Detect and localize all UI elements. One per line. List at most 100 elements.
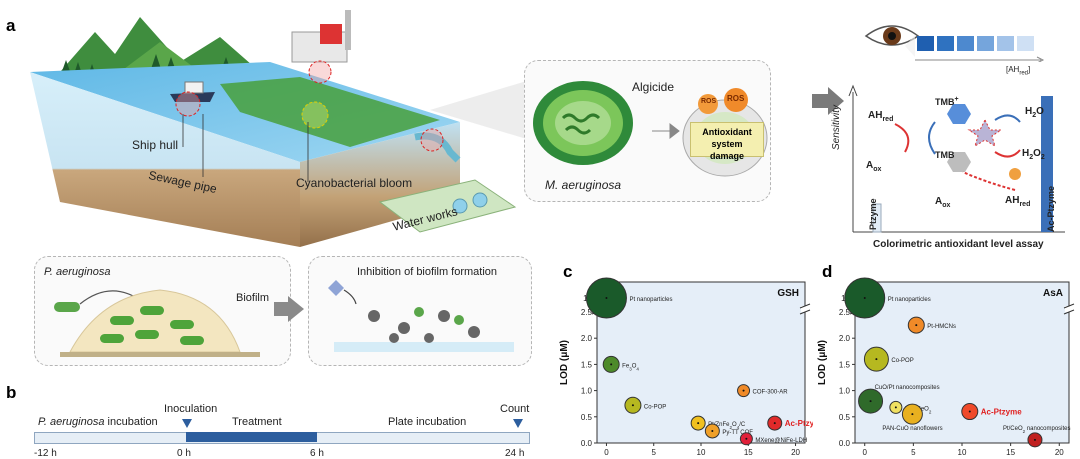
beam-to-algae bbox=[430, 80, 530, 140]
biofilm-illustration bbox=[54, 289, 260, 357]
ptzyme-bar-label: Ptzyme bbox=[868, 198, 878, 230]
x-tick-label: 5 bbox=[652, 448, 657, 457]
ah-red-top-sub: red bbox=[882, 116, 894, 123]
y-tick-label: 2.0 bbox=[839, 334, 851, 343]
timeline-species: P. aeruginosa bbox=[38, 416, 105, 428]
point-label: PAN-CuO nanoflowers bbox=[882, 426, 942, 432]
point-label: Ac-Ptzyme bbox=[981, 408, 1022, 417]
inoculation-marker-icon bbox=[182, 419, 192, 428]
y-tick-label: 2.0 bbox=[581, 334, 593, 343]
sewage-pipe bbox=[414, 132, 461, 163]
y-tick-label: 1.0 bbox=[581, 387, 593, 396]
point-label: Pt nanoparticles bbox=[888, 297, 931, 303]
scale-cell bbox=[977, 36, 994, 51]
h2o-h: H bbox=[1025, 106, 1033, 117]
chart-d-asa: 0.00.51.01.52.02.51005101520LOD (μM)AsAP… bbox=[817, 277, 1075, 457]
y-tick-label: 0.0 bbox=[581, 439, 593, 448]
timeline-incubation-tail: incubation bbox=[104, 416, 158, 428]
ship-hull-label: Ship hull bbox=[132, 138, 179, 152]
ship-hull-marker bbox=[175, 91, 201, 117]
data-point-center bbox=[869, 400, 872, 403]
ah-red-top: AHred bbox=[868, 110, 893, 123]
chart-title: AsA bbox=[1043, 288, 1063, 299]
assay-title: Colorimetric antioxidant level assay bbox=[873, 239, 1044, 250]
data-point-center bbox=[968, 410, 971, 413]
axis-break-line bbox=[799, 309, 811, 315]
point-label: MXene@NiFe-LDH bbox=[755, 438, 807, 444]
y-tick-label: 0.0 bbox=[839, 439, 851, 448]
a-ox-bottom: Aox bbox=[935, 196, 950, 209]
x-tick-label: 15 bbox=[1006, 448, 1015, 457]
point-label: Ac-Ptzyme bbox=[785, 419, 813, 428]
scale-label-sub: red bbox=[1019, 70, 1029, 77]
y-tick-label: 1.5 bbox=[581, 360, 593, 369]
point-label: Co-POP bbox=[644, 404, 666, 410]
scale-cell bbox=[957, 36, 974, 51]
color-scale-bar bbox=[905, 35, 1045, 62]
point-label: COF-300-AR bbox=[753, 390, 789, 396]
sensitivity-axis-label: Sensitivity bbox=[831, 104, 842, 150]
h2o2-sub1: 2 bbox=[1029, 154, 1034, 161]
panel-label-d: d bbox=[822, 262, 833, 281]
algicide-label: Algicide bbox=[632, 80, 675, 94]
h2o2-h: H bbox=[1022, 148, 1030, 159]
algae-species-label: M. aeruginosa bbox=[545, 178, 622, 192]
h2o-sub: 2 bbox=[1032, 112, 1037, 119]
y-axis-label: LOD (μM) bbox=[817, 340, 828, 385]
point-label: Co-POP bbox=[891, 358, 913, 364]
scale-cell bbox=[937, 36, 954, 51]
axis-break bbox=[1065, 306, 1073, 312]
treatment-label: Treatment bbox=[232, 416, 282, 428]
data-point-center bbox=[605, 297, 608, 299]
count-label: Count bbox=[500, 403, 530, 415]
ac-ptzyme-bar-label: Ac-Ptzyme bbox=[1046, 185, 1056, 232]
y-tick-label: 2.5 bbox=[839, 308, 851, 317]
ros-label-2: ROS bbox=[727, 94, 745, 103]
x-tick-label: 10 bbox=[958, 448, 967, 457]
h2o2-o: O bbox=[1033, 148, 1041, 159]
data-point-center bbox=[875, 358, 878, 361]
panel-label-c: c bbox=[563, 262, 573, 281]
antioxidant-damage-box: Antioxidant system damage bbox=[690, 122, 764, 161]
h2o2-sub2: 2 bbox=[1040, 154, 1045, 161]
y-tick-label: 2.5 bbox=[581, 308, 593, 317]
algae-cell-icon bbox=[533, 81, 633, 165]
axis-break-line bbox=[1063, 303, 1075, 309]
x-tick-label: 0 bbox=[863, 448, 868, 457]
water-block-front bbox=[30, 72, 300, 247]
timeline-incubation-label: P. aeruginosa incubation bbox=[38, 416, 158, 428]
data-point-center bbox=[1033, 438, 1036, 441]
ship bbox=[170, 81, 215, 102]
inhibition-label: Inhibition of biofilm formation bbox=[357, 266, 498, 278]
tick-0: 0 h bbox=[177, 448, 191, 459]
a-ox-bottom-sub: ox bbox=[942, 202, 951, 209]
ah-red-bottom: AHred bbox=[1005, 195, 1030, 208]
scale-label-main: [AH bbox=[1006, 65, 1020, 74]
assay-mechanism-diagram bbox=[848, 84, 1065, 233]
chart-c-gsh: 0.00.51.01.52.02.51005101520LOD (μM)GSHP… bbox=[559, 277, 813, 457]
axis-break bbox=[801, 306, 809, 312]
arrow-to-inhibition-icon bbox=[274, 296, 304, 322]
bloom-marker bbox=[301, 101, 329, 129]
point-label: Pt nanoparticles bbox=[629, 297, 672, 303]
h2o-o: O bbox=[1036, 106, 1044, 117]
biofilm-label: Biofilm bbox=[236, 292, 270, 304]
x-tick-label: 0 bbox=[604, 448, 609, 457]
tmb-ox-main: TMB bbox=[935, 97, 955, 107]
point-label: Pt/ZnFe2O4/C bbox=[708, 422, 746, 430]
scale-cell bbox=[1017, 36, 1034, 51]
panel-label-b: b bbox=[6, 383, 17, 402]
data-point-center bbox=[745, 437, 748, 440]
x-tick-label: 20 bbox=[1055, 448, 1064, 457]
scale-label-tail: ] bbox=[1028, 65, 1031, 74]
biofilm-species-label: P. aeruginosa bbox=[44, 266, 111, 278]
x-tick-label: 10 bbox=[697, 448, 706, 457]
a-ox-left: Aox bbox=[866, 160, 881, 173]
y-axis-label: LOD (μM) bbox=[559, 340, 570, 385]
y-tick-label: 1.0 bbox=[839, 387, 851, 396]
y-tick-label: 0.5 bbox=[839, 413, 851, 422]
ah-red-bottom-sub: red bbox=[1019, 201, 1031, 208]
h2o2-label: H2O2 bbox=[1022, 148, 1045, 161]
factory-marker bbox=[308, 60, 332, 84]
plate-incubation-label: Plate incubation bbox=[388, 416, 467, 428]
